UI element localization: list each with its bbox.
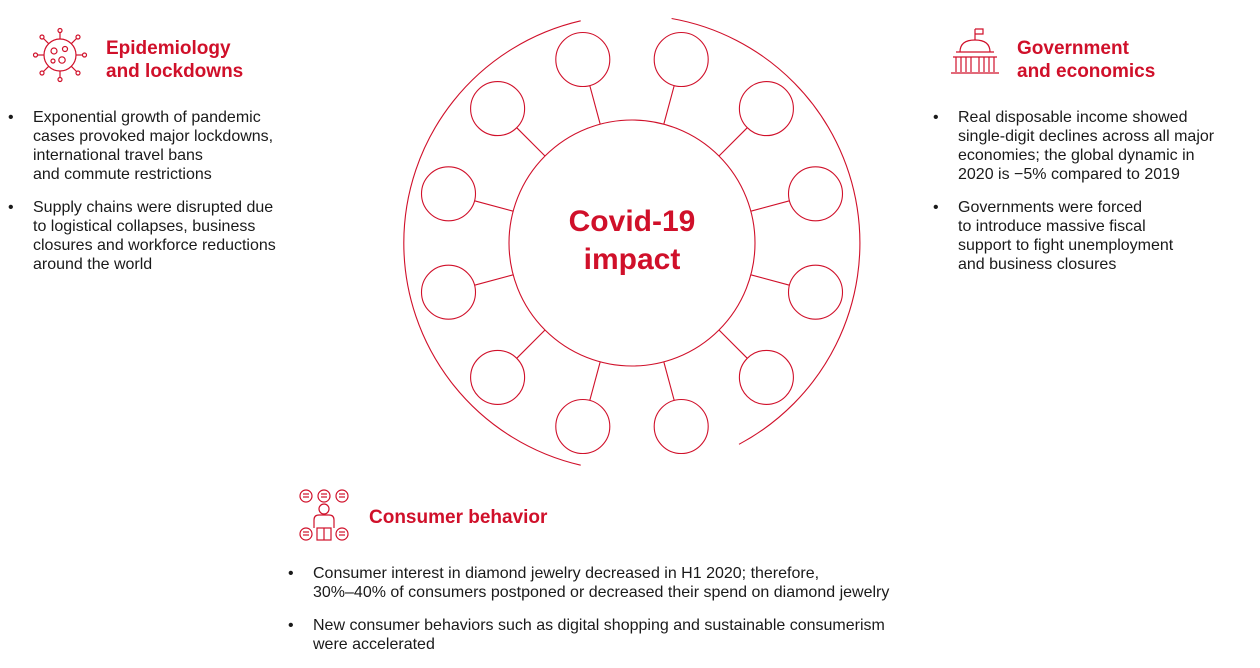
spike-line xyxy=(750,274,790,286)
spike-line xyxy=(589,85,601,125)
bullet-line: Governments were forced xyxy=(958,199,1143,216)
bullet-line: and business closures xyxy=(958,256,1117,273)
epidemiology-heading-line-2: and lockdowns xyxy=(106,61,244,82)
bullet-line: to logistical collapses, business xyxy=(33,218,256,235)
spike-line xyxy=(663,85,675,125)
list-item: Consumer interest in diamond jewelry dec… xyxy=(288,564,889,602)
list-item: Supply chains were disrupted due to logi… xyxy=(8,198,276,274)
list-item: Real disposable income showed single-dig… xyxy=(933,108,1214,184)
bullet-line: closures and workforce reductions xyxy=(33,237,276,254)
spike-node-circle xyxy=(787,166,844,222)
spike-line xyxy=(589,361,601,401)
spike-line xyxy=(750,200,790,212)
bullet-line: support to fight unemployment xyxy=(958,237,1174,254)
spike-line xyxy=(474,200,514,212)
bullet-line: cases provoked major lockdowns, xyxy=(33,128,274,145)
bullet-line: 30%–40% of consumers postponed or decrea… xyxy=(313,584,890,601)
spike-node-circle xyxy=(470,349,526,405)
spike-node-circle xyxy=(738,81,794,137)
list-item: New consumer behaviors such as digital s… xyxy=(288,616,889,654)
epidemiology-heading-line-1: Epidemiology xyxy=(106,38,231,59)
spike-node-circle xyxy=(470,81,526,137)
government-heading-line-2: and economics xyxy=(1017,61,1156,82)
epidemiology-heading: Epidemiology and lockdowns xyxy=(106,37,243,83)
spike-node-circle xyxy=(653,31,709,88)
government-heading-line-1: Government xyxy=(1017,38,1129,59)
bullet-line: economies; the global dynamic in xyxy=(958,147,1195,164)
bullet-line: and commute restrictions xyxy=(33,166,212,183)
outer-arc-left xyxy=(403,20,581,466)
center-label-line-2: impact xyxy=(584,243,681,276)
spike-node-circle xyxy=(420,166,477,222)
spike-line xyxy=(718,329,748,359)
spike-node-circle xyxy=(555,31,611,88)
spike-line xyxy=(718,127,748,157)
epidemiology-bullets: Exponential growth of pandemic cases pro… xyxy=(8,108,276,288)
bullet-line: Exponential growth of pandemic xyxy=(33,109,261,126)
bullet-line: around the world xyxy=(33,256,153,273)
bullet-line: New consumer behaviors such as digital s… xyxy=(313,617,885,634)
consumer-heading: Consumer behavior xyxy=(369,506,547,529)
bullet-line: Supply chains were disrupted due xyxy=(33,199,274,216)
bullet-line: to introduce massive fiscal xyxy=(958,218,1146,235)
outer-arc-right xyxy=(671,17,861,445)
government-building-icon xyxy=(951,28,999,74)
bullet-line: Consumer interest in diamond jewelry dec… xyxy=(313,565,820,582)
spike-line xyxy=(516,127,546,157)
consumer-bullets: Consumer interest in diamond jewelry dec… xyxy=(288,564,889,668)
center-label-line-1: Covid-19 xyxy=(569,205,696,238)
list-item: Exponential growth of pandemic cases pro… xyxy=(8,108,276,184)
spike-node-circle xyxy=(555,398,611,455)
spike-node-circle xyxy=(738,349,794,405)
list-item: Governments were forced to introduce mas… xyxy=(933,198,1214,274)
spike-line xyxy=(663,361,675,401)
center-circle xyxy=(508,119,756,367)
spike-node-circle xyxy=(420,264,477,320)
spike-node-circle xyxy=(653,398,709,455)
government-heading: Government and economics xyxy=(1017,37,1155,83)
virus-icon xyxy=(32,27,88,83)
consumer-heading-line-1: Consumer behavior xyxy=(369,507,548,528)
government-bullets: Real disposable income showed single-dig… xyxy=(933,108,1214,288)
bullet-line: 2020 is −5% compared to 2019 xyxy=(958,166,1180,183)
bullet-line: Real disposable income showed xyxy=(958,109,1188,126)
bullet-line: international travel bans xyxy=(33,147,203,164)
spike-node-circle xyxy=(787,264,844,320)
consumer-people-icon xyxy=(299,489,349,541)
spike-line xyxy=(474,274,514,286)
spike-line xyxy=(516,329,546,359)
bullet-line: were accelerated xyxy=(313,636,435,653)
bullet-line: single-digit declines across all major xyxy=(958,128,1215,145)
